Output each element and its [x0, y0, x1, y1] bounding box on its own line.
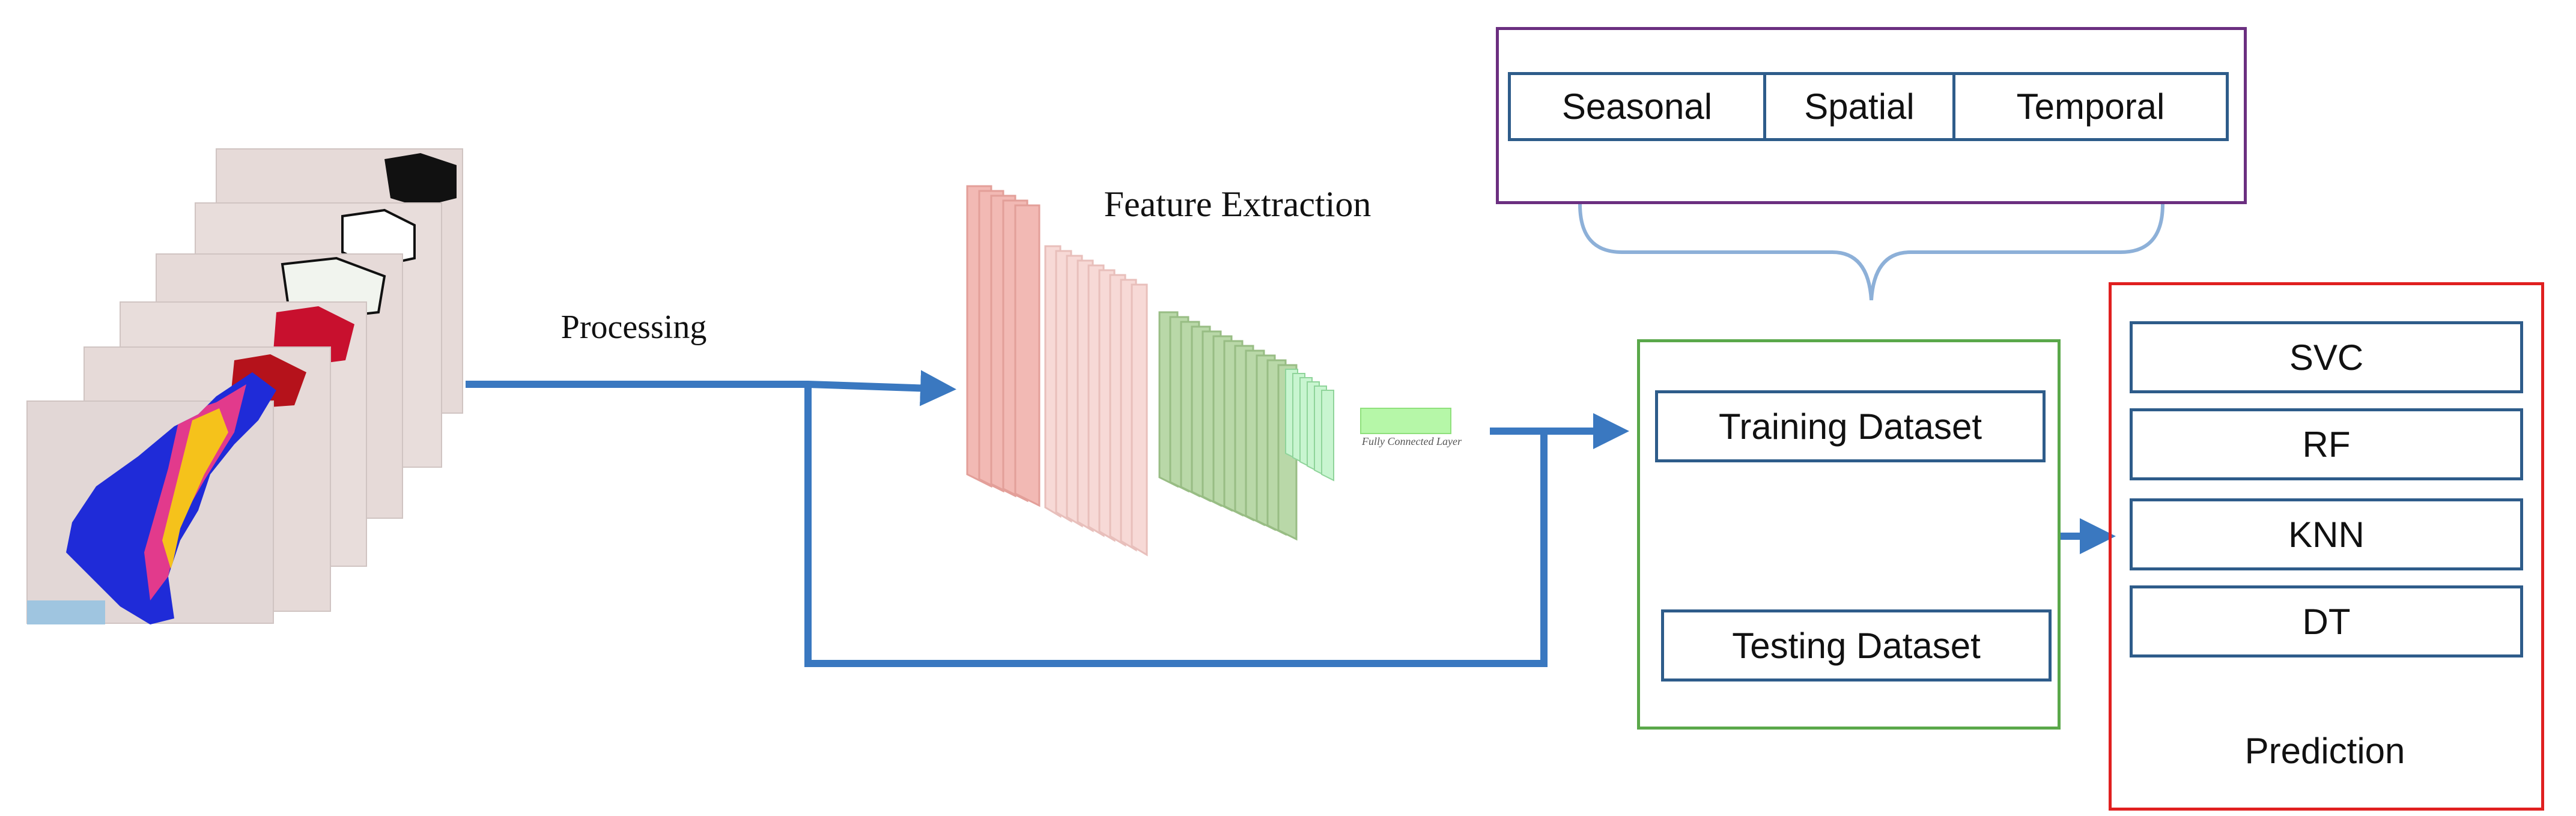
processing-label: Processing	[560, 309, 707, 346]
connector-bypass	[804, 384, 1548, 667]
model-dt: DT	[2130, 585, 2523, 657]
cnn-block-4	[1285, 369, 1334, 482]
satellite-map-stack-icon	[26, 148, 463, 624]
model-svc: SVC	[2130, 321, 2523, 393]
testing-dataset: Testing Dataset	[1661, 609, 2052, 682]
feature-extraction-label: Feature Extraction	[1104, 184, 1372, 224]
map-sea	[27, 600, 105, 624]
datasets-box	[1637, 339, 2061, 730]
feature-group-box	[1496, 27, 2247, 204]
cnn-block-3	[1158, 311, 1298, 541]
flow-arrows	[466, 370, 2116, 667]
fully-connected-layer-shape	[1360, 408, 1451, 434]
prediction-box	[2109, 282, 2544, 811]
prediction-label: Prediction	[2244, 730, 2405, 771]
cnn-block-1	[966, 185, 1040, 507]
feature-spatial: Spatial	[1763, 72, 1955, 141]
curly-brace-icon	[1578, 204, 2164, 301]
model-rf: RF	[2130, 408, 2523, 480]
feature-temporal: Temporal	[1952, 72, 2229, 141]
fully-connected-layer-label: Fully Connected Layer	[1362, 435, 1462, 447]
map-layer-5-region	[341, 208, 416, 269]
arrow-maps-to-cnn	[466, 370, 956, 406]
feature-seasonal: Seasonal	[1508, 72, 1766, 141]
map-layer-6-region	[384, 153, 457, 207]
model-knn: KNN	[2130, 498, 2523, 570]
training-dataset: Training Dataset	[1655, 390, 2046, 462]
cnn-block-2	[1044, 245, 1148, 557]
